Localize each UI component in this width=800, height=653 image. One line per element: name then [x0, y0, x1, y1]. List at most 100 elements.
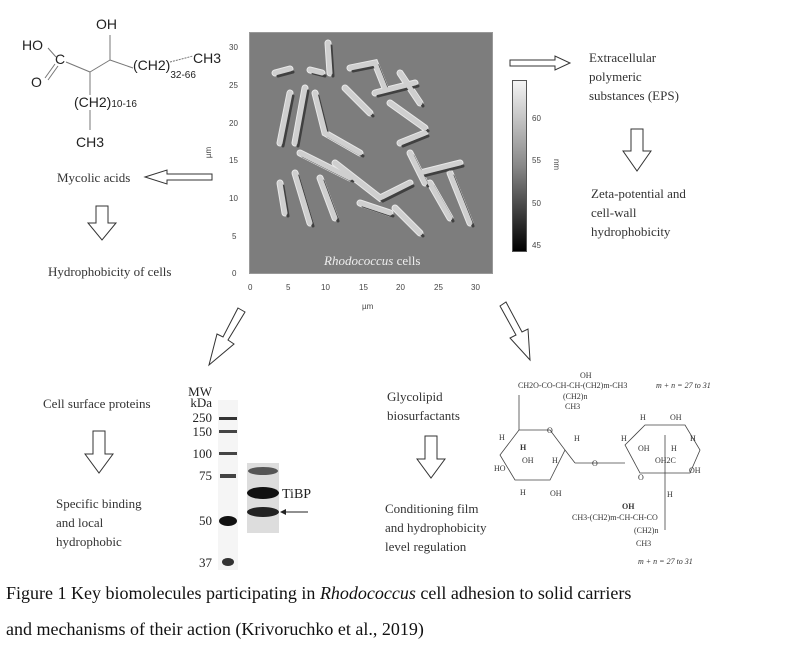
- zeta-label-line3: hydrophobicity: [591, 224, 671, 239]
- marker-label: 75: [199, 468, 212, 483]
- mycolic-acid-bonds: [44, 35, 194, 130]
- arrow-down-icon: [622, 128, 652, 172]
- marker-band: [220, 474, 236, 478]
- arrow-down-icon: [416, 435, 446, 479]
- binding-label-line3: hydrophobic: [56, 534, 122, 549]
- ring-o: O: [638, 473, 644, 482]
- arrow-down-icon: [84, 430, 114, 474]
- main-chain-subscript: 32-66: [170, 70, 196, 81]
- arrow-down-icon: [86, 205, 118, 241]
- bottom-branch-ch2: (CH2)n: [634, 526, 659, 535]
- x-tick: 15: [359, 283, 368, 292]
- top-branch-ch3: CH3: [565, 402, 581, 411]
- ring-h: H: [520, 488, 526, 497]
- zeta-label-line2: cell-wall: [591, 205, 637, 220]
- marker-lane: [218, 400, 238, 570]
- marker-label: 250: [192, 410, 213, 425]
- colorbar-tick: 55: [532, 156, 541, 165]
- main-chain-ch2-text: (CH2): [133, 57, 171, 73]
- caption-italic-genus: Rhodococcus: [319, 583, 416, 603]
- branch-subscript: 10-16: [111, 99, 137, 110]
- linker-o: O: [592, 459, 598, 468]
- marker-label: 150: [192, 424, 213, 439]
- y-tick: 20: [229, 119, 238, 128]
- branch-ch2: (CH2)10-16: [74, 94, 137, 110]
- eps-label: Extracellular polymeric substances (EPS): [589, 48, 679, 105]
- hydrophobicity-of-cells-label: Hydrophobicity of cells: [48, 264, 172, 279]
- ring-h: H: [574, 434, 580, 443]
- ring-ho: HO: [494, 464, 506, 473]
- colorbar-tick: 60: [532, 114, 541, 123]
- ring-oh: OH: [689, 466, 701, 475]
- eps-label-line2: polymeric: [589, 69, 642, 84]
- caption-suffix: cell adhesion to solid carriers: [415, 583, 632, 603]
- bottom-branch-ch3: CH3: [636, 539, 652, 548]
- ring-h: H: [499, 433, 505, 442]
- ring-h: H: [552, 456, 558, 465]
- caption-prefix: Figure 1 Key biomolecules participating …: [6, 583, 320, 603]
- afm-overlay-label: Rhodococcus cells: [324, 253, 420, 269]
- ring-h: H: [640, 413, 646, 422]
- arrow-down-right-icon: [499, 301, 531, 362]
- marker-label: 100: [192, 446, 213, 461]
- cond-label-line1: Conditioning film: [385, 501, 479, 516]
- x-tick: 20: [396, 283, 405, 292]
- branch-ch2-text: (CH2): [74, 94, 112, 110]
- x-tick: 25: [434, 283, 443, 292]
- mycolic-acids-label: Mycolic acids: [57, 170, 131, 185]
- y-tick: 5: [232, 232, 237, 241]
- y-tick: 0: [232, 269, 237, 278]
- marker-band: [222, 558, 234, 566]
- zeta-potential-label: Zeta-potential and cell-wall hydrophobic…: [591, 184, 686, 241]
- top-formula-note: m + n = 27 to 31: [656, 381, 711, 390]
- hydroxyl-label: OH: [96, 16, 117, 32]
- terminal-ch3-bottom: CH3: [76, 134, 105, 150]
- arrow-down-left-icon: [208, 307, 246, 367]
- y-tick: 30: [229, 43, 238, 52]
- arrow-right-icon: [509, 55, 572, 71]
- ring-h: H: [690, 434, 696, 443]
- x-tick: 30: [471, 283, 480, 292]
- carboxyl-ho-label: HO: [22, 37, 43, 53]
- eps-label-line3: substances (EPS): [589, 88, 679, 103]
- cond-label-line2: and hydrophobicity: [385, 520, 487, 535]
- ring-o: O: [547, 426, 553, 435]
- conditioning-film-label: Conditioning film and hydrophobicity lev…: [385, 499, 486, 556]
- bottom-oh: OH: [622, 502, 635, 511]
- glyco-label-line2: biosurfactants: [387, 408, 460, 423]
- afm-cell-texture: [271, 39, 475, 238]
- colorbar-tick: 45: [532, 241, 541, 250]
- y-tick: 15: [229, 156, 238, 165]
- top-chain: CH2O-CO-CH-CH-(CH2)m-CH3: [518, 381, 628, 390]
- binding-label-line2: and local: [56, 515, 104, 530]
- ring-oh: OH: [550, 489, 562, 498]
- x-tick: 0: [248, 283, 253, 292]
- colorbar-tick: 50: [532, 199, 541, 208]
- marker-band: [219, 417, 237, 420]
- afm-overlay-italic: Rhodococcus: [324, 253, 394, 268]
- sample-band: [248, 467, 278, 475]
- sugar-rings: [499, 395, 701, 530]
- bottom-chain: CH3-(CH2)m-CH-CH-CO: [572, 513, 658, 522]
- figure-caption: Figure 1 Key biomolecules participating …: [6, 575, 796, 647]
- bottom-formula-note: m + n = 27 to 31: [638, 557, 693, 566]
- ring-h: H: [667, 490, 673, 499]
- specific-binding-label: Specific binding and local hydrophobic: [56, 494, 142, 551]
- sample-band: [247, 507, 279, 517]
- carbon-label: C: [55, 51, 66, 67]
- ring-oh: OH: [670, 413, 682, 422]
- x-tick: 5: [286, 283, 291, 292]
- caption-line1: Figure 1 Key biomolecules participating …: [6, 575, 796, 611]
- glyco-label-line1: Glycolipid: [387, 389, 443, 404]
- afm-overlay-rest: cells: [393, 253, 421, 268]
- eps-label-line1: Extracellular: [589, 50, 657, 65]
- gel-header-kda: kDa: [190, 395, 212, 410]
- y-axis-label: µm: [204, 146, 214, 159]
- ring-oh: OH: [638, 444, 650, 453]
- zeta-label-line1: Zeta-potential and: [591, 186, 686, 201]
- tibp-label: TiBP: [282, 487, 312, 502]
- y-tick: 10: [229, 194, 238, 203]
- afm-image: Rhodococcus cells: [249, 32, 493, 274]
- marker-band: [219, 430, 237, 433]
- marker-band: [219, 452, 237, 455]
